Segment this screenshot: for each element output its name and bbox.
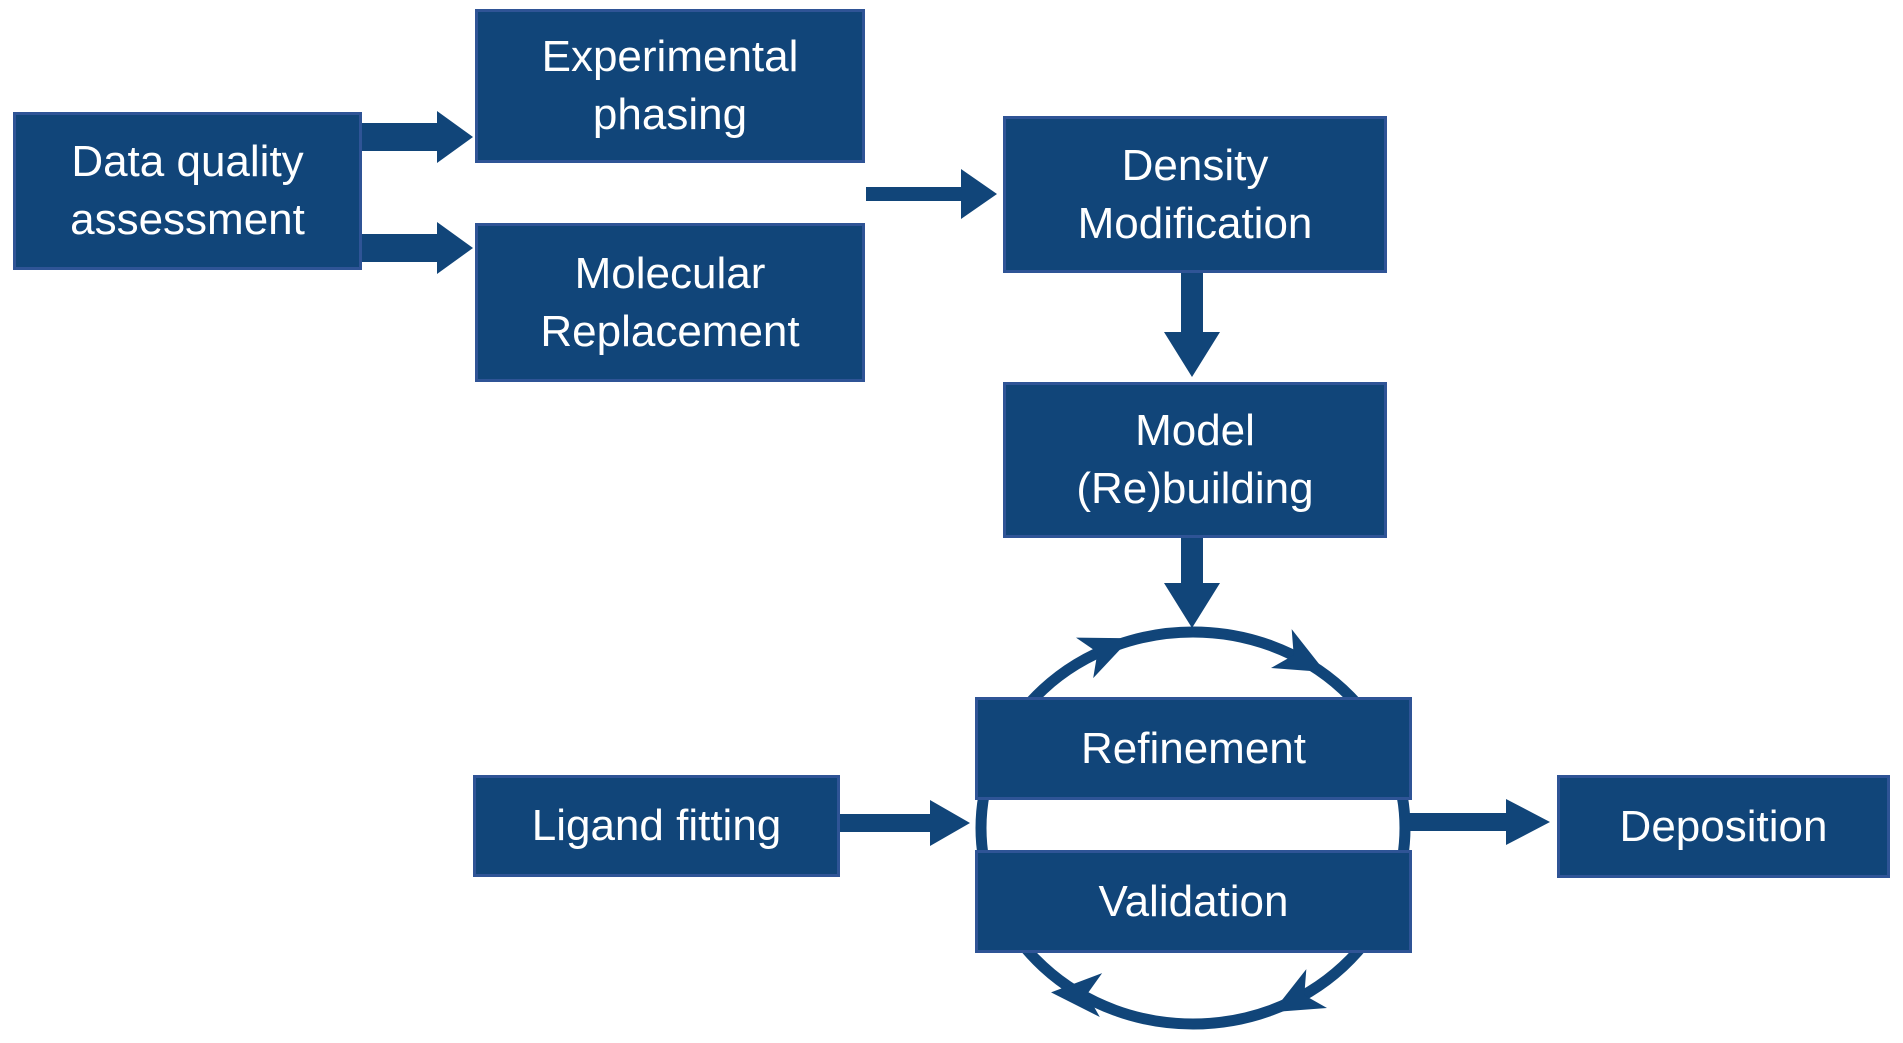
arrow-phasing-to-density-modification-icon: [866, 169, 997, 219]
node-label-line: phasing: [592, 90, 748, 139]
node-label-line: Replacement: [540, 306, 800, 356]
arrow-dqa-to-molecular-replacement-icon: [362, 222, 473, 274]
node-validation: Validation: [975, 850, 1412, 953]
node-label-line: assessment: [70, 195, 305, 244]
arrow-dqa-to-experimental-phasing-icon: [362, 111, 473, 163]
node-label-line: Deposition: [1619, 801, 1828, 851]
node-label-line: Modification: [1077, 198, 1313, 248]
cycle-arrowhead-top-right-icon: [1271, 629, 1326, 673]
node-label-line: Ligand fitting: [531, 801, 782, 850]
node-label-line: Refinement: [1080, 723, 1306, 773]
node-density-modification: Density Modification: [1003, 116, 1387, 273]
arrow-ligand-to-cycle-icon: [840, 800, 970, 846]
arrow-cycle-to-deposition-icon: [1404, 799, 1550, 845]
cycle-arrowhead-bottom-right-icon: [1272, 969, 1327, 1013]
node-label-line: Model: [1135, 406, 1255, 455]
cycle-arrowhead-bottom-left-icon: [1051, 973, 1103, 1018]
node-experimental-phasing: Experimental phasing: [475, 9, 865, 163]
node-label-line: (Re)building: [1076, 464, 1314, 513]
node-deposition: Deposition: [1557, 775, 1890, 878]
arrow-density-to-model-rebuilding-icon: [1164, 273, 1220, 377]
node-model-rebuilding: Model (Re)building: [1003, 382, 1387, 538]
node-label-line: Experimental: [541, 32, 799, 81]
node-data-quality-assessment: Data quality assessment: [13, 112, 362, 270]
node-label-line: Density: [1121, 140, 1269, 190]
arrow-model-to-cycle-icon: [1164, 538, 1220, 628]
node-ligand-fitting: Ligand fitting: [473, 775, 840, 877]
node-molecular-replacement: Molecular Replacement: [475, 223, 865, 382]
node-label-line: Molecular: [574, 248, 766, 298]
node-label-line: Data quality: [71, 137, 304, 186]
cycle-arrowhead-top-left-icon: [1075, 637, 1131, 679]
cycle-circle: [975, 626, 1411, 1030]
node-label-line: Validation: [1098, 876, 1289, 926]
node-refinement: Refinement: [975, 697, 1412, 800]
